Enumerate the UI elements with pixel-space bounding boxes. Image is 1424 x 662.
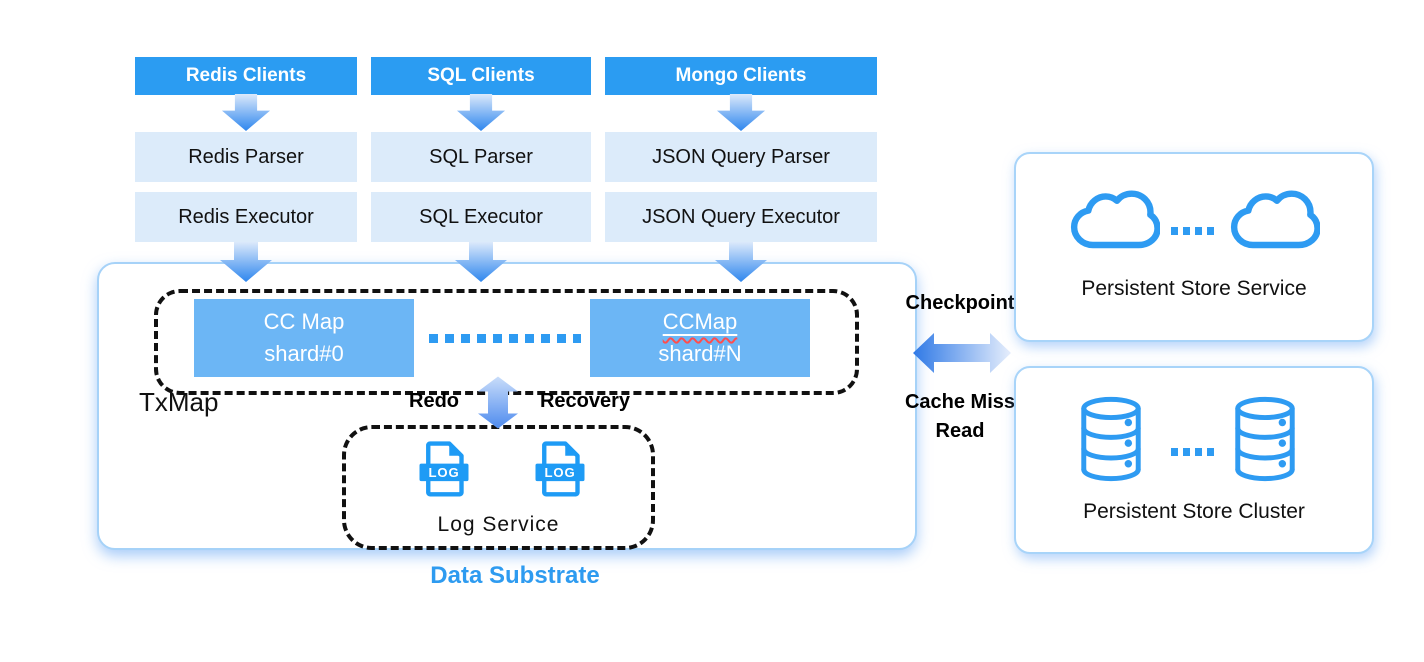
- svg-text:LOG: LOG: [544, 465, 575, 480]
- mongo-clients-header: Mongo Clients: [605, 57, 877, 95]
- log-service-box: LOG LOG Log Service: [342, 425, 655, 550]
- sql-executor-box: SQL Executor: [371, 192, 591, 242]
- persistent-store-cluster-box: Persistent Store Cluster: [1014, 366, 1374, 554]
- double-arrow-horizontal-icon: [913, 333, 1011, 373]
- redis-parser-box: Redis Parser: [135, 132, 357, 182]
- mongo-client-column: Mongo Clients JSON Query Parser JSON Que…: [605, 57, 877, 287]
- sql-clients-header: SQL Clients: [371, 57, 591, 95]
- txmap-label: TxMap: [139, 387, 219, 417]
- shard-line2: shard#N: [658, 341, 742, 366]
- log-file-icon: LOG: [535, 441, 585, 497]
- dotted-line: [1171, 227, 1217, 235]
- database-icon: [1235, 396, 1295, 482]
- svg-text:LOG: LOG: [428, 465, 459, 480]
- recovery-label: Recovery: [539, 390, 631, 412]
- cloud-icon: [1070, 190, 1160, 249]
- data-substrate-caption: Data Substrate: [430, 562, 600, 589]
- log-service-label: Log Service: [437, 513, 560, 536]
- json-query-executor-box: JSON Query Executor: [605, 192, 877, 242]
- json-query-parser-box: JSON Query Parser: [605, 132, 877, 182]
- shard-line2: shard#0: [264, 341, 344, 366]
- ccmap-shard-0-box: CC Map shard#0: [194, 299, 414, 377]
- redis-executor-box: Redis Executor: [135, 192, 357, 242]
- down-arrow-icon: [220, 242, 272, 282]
- down-arrow-icon: [221, 94, 271, 131]
- shard-line1: CCMap: [662, 309, 738, 335]
- persistent-store-service-box: Persistent Store Service: [1014, 152, 1374, 342]
- redis-clients-header: Redis Clients: [135, 57, 357, 95]
- shard-line1: CC Map: [263, 309, 345, 335]
- redo-label: Redo: [409, 390, 459, 412]
- double-arrow-vertical-icon: [478, 376, 518, 429]
- sql-client-column: SQL Clients SQL Parser SQL Executor: [371, 57, 591, 287]
- down-arrow-icon: [455, 242, 507, 282]
- database-icon: [1081, 396, 1141, 482]
- down-arrow-icon: [456, 94, 506, 131]
- dotted-line: [1171, 448, 1217, 456]
- redis-client-column: Redis Clients Redis Parser Redis Executo…: [135, 57, 357, 287]
- checkpoint-label: Checkpoint: [905, 292, 1015, 314]
- cache-miss-read-label: Cache Miss Read: [904, 391, 1016, 442]
- persistent-store-cluster-label: Persistent Store Cluster: [1083, 500, 1305, 523]
- down-arrow-icon: [716, 94, 766, 131]
- cloud-icon: [1230, 190, 1320, 249]
- persistent-store-service-label: Persistent Store Service: [1081, 277, 1307, 300]
- log-file-icon: LOG: [419, 441, 469, 497]
- dotted-line: [429, 334, 581, 343]
- sql-parser-box: SQL Parser: [371, 132, 591, 182]
- down-arrow-icon: [715, 242, 767, 282]
- data-substrate-box: CC Map shard#0 CCMap shard#N TxMap Redo …: [97, 262, 917, 550]
- ccmap-shard-n-box: CCMap shard#N: [590, 299, 810, 377]
